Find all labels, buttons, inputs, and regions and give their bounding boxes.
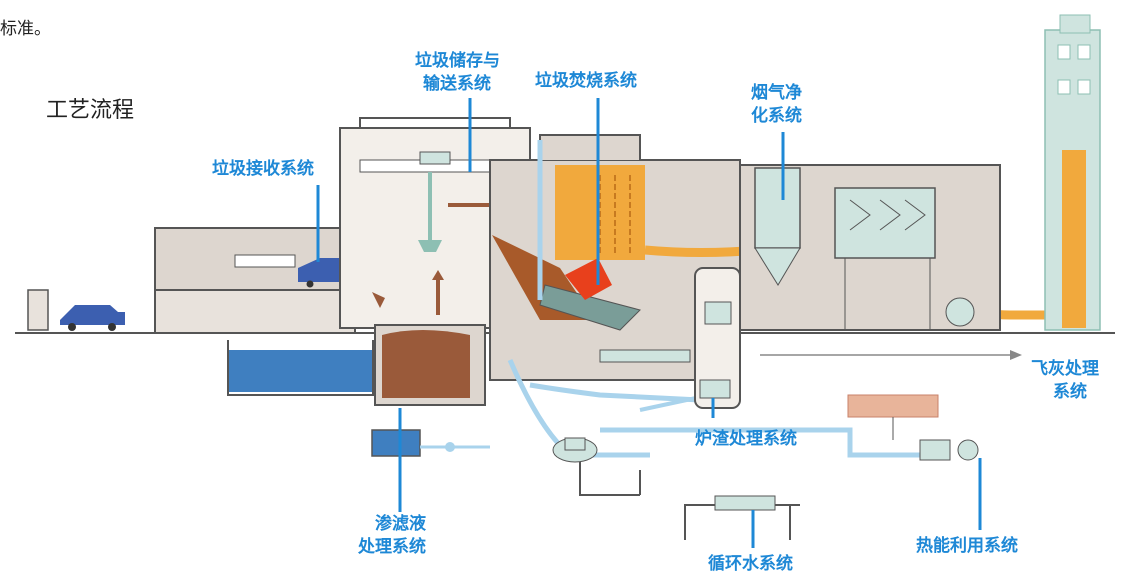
truck-icon	[27, 289, 125, 331]
flame	[565, 258, 612, 300]
top-fragment-text: 标准。	[0, 19, 51, 39]
label-storage-system-line2: 输送系统	[423, 74, 491, 94]
pump-icon	[552, 437, 598, 463]
label-slag-system: 炉渣处理系统	[695, 429, 797, 449]
label-circulating-water-system: 循环水系统	[708, 554, 793, 574]
fan-icon	[945, 297, 975, 327]
crane-icon	[418, 151, 451, 252]
waste-pile	[382, 330, 470, 398]
label-leachate-system-line2: 处理系统	[358, 537, 426, 557]
turbine-house	[847, 394, 939, 418]
label-flue-gas-system-line2: 化系统	[751, 106, 802, 126]
label-heat-utilization-system: 热能利用系统	[916, 536, 1018, 556]
label-incineration-system: 垃圾焚烧系统	[535, 71, 637, 91]
label-receiving-system: 垃圾接收系统	[212, 159, 314, 179]
callout-lines	[316, 98, 982, 548]
diagram-title: 工艺流程	[46, 98, 135, 123]
leachate-pool	[228, 350, 373, 392]
reactor-tower	[754, 167, 801, 249]
bag-filter	[834, 187, 936, 259]
label-fly-ash-system-line2: 系统	[1053, 382, 1087, 402]
label-storage-system-line1: 垃圾储存与	[415, 51, 500, 71]
label-leachate-system-line1: 渗滤液	[375, 514, 426, 534]
slag-conveyor	[599, 349, 691, 363]
label-fly-ash-system-line1: 飞灰处理	[1031, 359, 1099, 379]
leachate-tank	[371, 429, 421, 457]
generator	[957, 439, 979, 461]
turbine	[919, 439, 951, 461]
label-flue-gas-system-line1: 烟气净	[751, 83, 802, 103]
cooling-tower	[714, 495, 776, 511]
stack-icon	[1044, 14, 1101, 331]
